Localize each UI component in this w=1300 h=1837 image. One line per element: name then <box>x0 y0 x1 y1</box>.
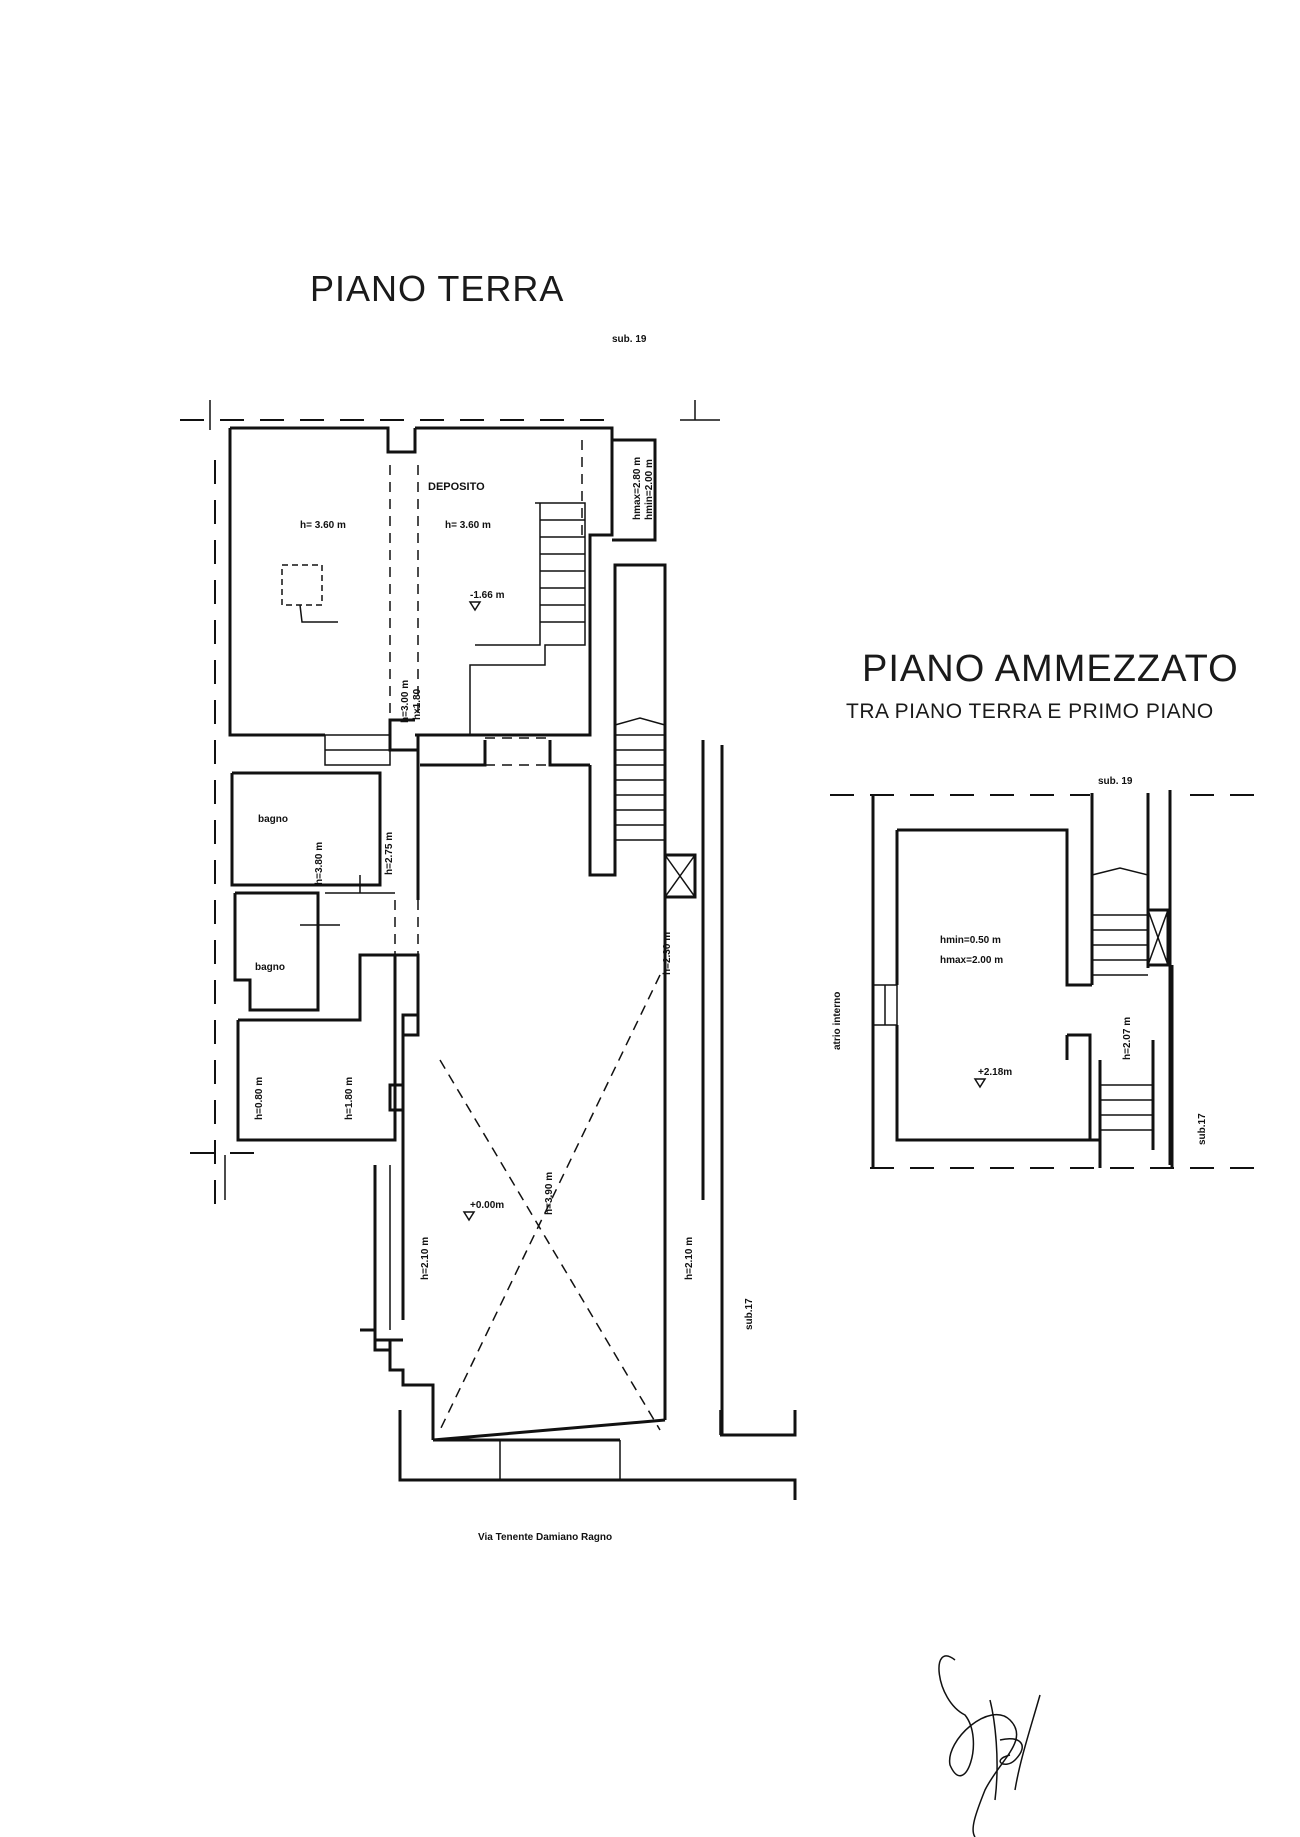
stairs-to-mezzanine <box>588 563 667 877</box>
label-h-bagno-1: h=3.80 m <box>314 842 325 885</box>
label-hmax-right: hmax=2.80 m <box>632 457 643 520</box>
label-deposito: DEPOSITO <box>428 481 485 493</box>
ground-floor-plan <box>180 400 797 1500</box>
mezzanine-stairs <box>1090 793 1155 1168</box>
label-h-main-right: h=2.10 m <box>684 1237 695 1280</box>
label-hx-corridor: hx1.80 <box>412 688 423 720</box>
label-h-main-left: h=2.10 m <box>420 1237 431 1280</box>
label-hmin: hmin=0.50 m <box>940 935 1001 946</box>
label-h-stair-side: h=2.30 m <box>662 932 673 975</box>
label-atrio: atrio interno <box>832 992 843 1050</box>
label-h-passage: h=2.75 m <box>384 832 395 875</box>
label-bagno-2: bagno <box>255 962 285 973</box>
label-mezz-sub-17: sub.17 <box>1197 1113 1208 1145</box>
level-marker-deposito <box>468 601 482 612</box>
mezzanine-plan <box>830 790 1260 1169</box>
label-hmax: hmax=2.00 m <box>940 955 1003 966</box>
label-level-mezzanine: +2.18m <box>978 1067 1012 1078</box>
main-hall-diagonals <box>439 974 661 1431</box>
label-level-main: +0.00m <box>470 1200 504 1211</box>
label-mezz-sub-19: sub. 19 <box>1098 776 1133 787</box>
label-h-corridor: h=3.00 m <box>400 680 411 723</box>
label-bagno-1: bagno <box>258 814 288 825</box>
label-h-left-room: h= 3.60 m <box>300 520 346 531</box>
label-hmin-right: hmin=2.00 m <box>644 459 655 520</box>
label-h-stair-mezz: h=2.07 m <box>1122 1017 1133 1060</box>
label-street: Via Tenente Damiano Ragno <box>478 1532 612 1543</box>
label-h-deposito: h= 3.60 m <box>445 520 491 531</box>
label-level-deposito: -1.66 m <box>470 590 505 601</box>
level-marker-main <box>462 1211 476 1222</box>
label-h-small-room-2: h=1.80 m <box>344 1077 355 1120</box>
signature-mark <box>938 1655 1041 1837</box>
mezzanine-labels: hmin=0.50 m hmax=2.00 m +2.18m sub. 19 h… <box>832 776 1208 1145</box>
ground-floor-labels: DEPOSITO h= 3.60 m h= 3.60 m -1.66 m bag… <box>254 334 755 1543</box>
label-h-small-room: h=0.80 m <box>254 1077 265 1120</box>
label-sub-19: sub. 19 <box>612 334 647 345</box>
label-h-main: h=3.90 m <box>544 1172 555 1215</box>
mezzanine-title: PIANO AMMEZZATO <box>862 648 1239 690</box>
mezzanine-subtitle: TRA PIANO TERRA E PRIMO PIANO <box>846 700 1214 723</box>
level-marker-mezzanine <box>973 1078 987 1089</box>
ground-floor-title: PIANO TERRA <box>310 268 565 309</box>
label-sub-17: sub.17 <box>744 1298 755 1330</box>
stairs-deposito <box>469 502 586 735</box>
